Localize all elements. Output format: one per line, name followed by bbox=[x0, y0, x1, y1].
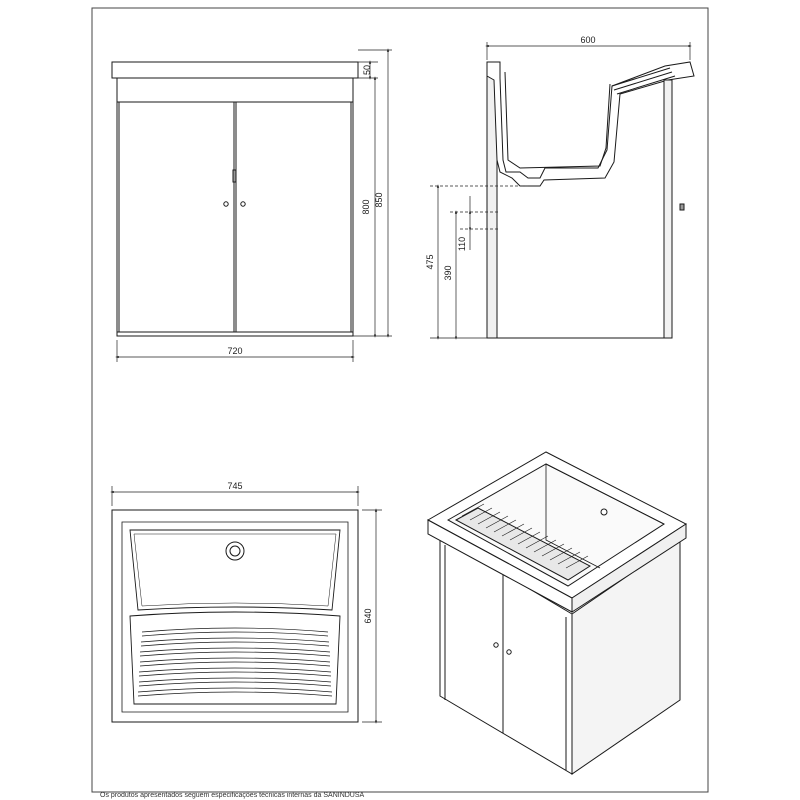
iso-basin-edge-side bbox=[571, 523, 687, 613]
iso-knob-left bbox=[493, 642, 499, 648]
footer-disclaimer: Os produtos apresentados seguem especifi… bbox=[100, 792, 365, 799]
plan-view bbox=[111, 509, 359, 723]
front-door-left-knob bbox=[223, 201, 229, 207]
plan-washboard-ribs bbox=[137, 627, 333, 697]
iso-washboard-ribs bbox=[461, 503, 589, 569]
dim-front-cabinet-height: 800 bbox=[361, 199, 371, 214]
dim-side-outlet-height: 390 bbox=[443, 265, 453, 280]
side-view bbox=[486, 61, 695, 339]
dim-front-top-thickness: 50 bbox=[362, 65, 372, 75]
side-basin-profile bbox=[486, 61, 695, 187]
front-basin-top bbox=[111, 61, 359, 79]
front-top-rail bbox=[116, 77, 354, 103]
sheet-border bbox=[91, 7, 709, 793]
side-dimensions bbox=[430, 42, 692, 340]
side-back-panel bbox=[663, 79, 673, 339]
front-door-right-knob bbox=[240, 201, 246, 207]
dim-side-drain-height: 475 bbox=[425, 254, 435, 269]
plan-washboard-frame bbox=[129, 611, 341, 705]
dim-side-outlet-spacing: 110 bbox=[457, 237, 467, 251]
dim-front-total-height: 850 bbox=[374, 192, 384, 207]
plan-drain-inner bbox=[229, 545, 241, 557]
plan-basin-bowl bbox=[129, 529, 341, 611]
side-bracket bbox=[679, 203, 685, 211]
front-door-left bbox=[118, 101, 235, 333]
front-dimensions bbox=[115, 48, 392, 362]
iso-knob-right bbox=[506, 649, 512, 655]
front-hinge bbox=[232, 169, 237, 183]
iso-drain bbox=[600, 508, 608, 516]
isometric-view bbox=[426, 451, 687, 775]
plan-dimensions bbox=[110, 486, 382, 724]
dim-plan-depth: 640 bbox=[363, 608, 373, 623]
dim-plan-width: 745 bbox=[227, 481, 242, 491]
dim-front-width: 720 bbox=[227, 346, 242, 356]
dim-side-depth: 600 bbox=[580, 35, 595, 45]
plan-basin-rim bbox=[121, 521, 349, 713]
front-view bbox=[111, 61, 359, 337]
front-door-right bbox=[235, 101, 352, 333]
